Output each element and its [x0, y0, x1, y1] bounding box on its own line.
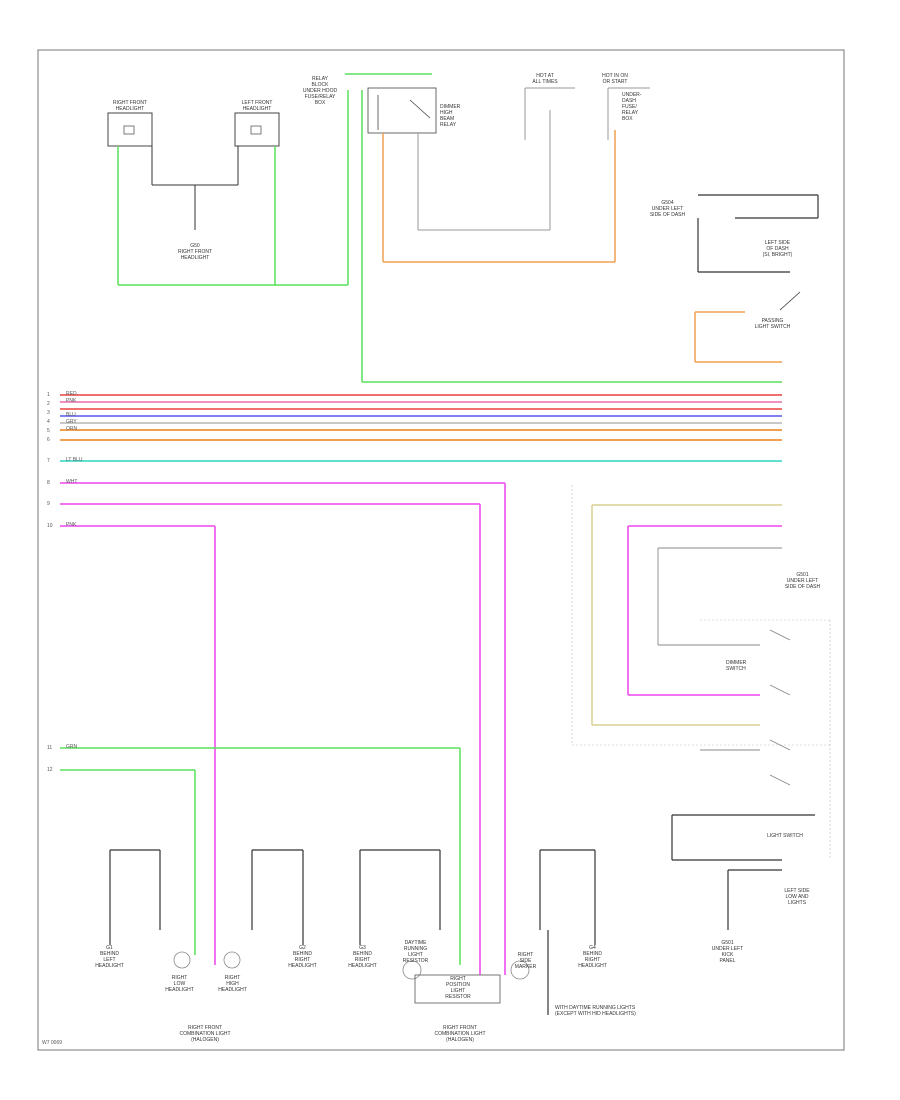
footer-code: W7 0069: [42, 1040, 63, 1046]
bus-pin-3: 3: [47, 410, 50, 416]
diagram-frame: [37, 49, 845, 1051]
label-passing-switch: PASSING LIGHT SWITCH: [754, 318, 791, 330]
label-ground-note: WITH DAYTIME RUNNING LIGHTS (EXCEPT WITH…: [555, 1005, 636, 1017]
label-right-front-headlight: RIGHT FRONT HEADLIGHT: [112, 100, 148, 112]
wire-tag-red: RED: [66, 391, 77, 397]
gray-wires-top: [417, 87, 650, 231]
wire-tag-blue: BLU: [66, 412, 76, 418]
black-wires-bottom-right: [671, 814, 815, 930]
wire-tag-magenta: PNK: [66, 522, 77, 528]
label-fuse-hot-on-start: HOT IN ON OR START: [602, 73, 628, 85]
orange-wires-top: [382, 130, 782, 363]
label-high-beam-relay: DIMMER HIGH BEAM RELAY: [440, 104, 461, 128]
switch-boundary: [571, 485, 831, 860]
relay-block: [367, 87, 437, 134]
label-right-high-headlight: RIGHT HIGH HEADLIGHT: [218, 975, 247, 993]
label-fuse-hot-all-times: HOT AT ALL TIMES: [532, 73, 558, 85]
green-wires-bottom: [60, 747, 461, 965]
label-dimmer-switch: DIMMER SWITCH: [726, 660, 747, 672]
bus-pin-4: 4: [47, 419, 50, 425]
bus-pin-1: 1: [47, 392, 50, 398]
bus-pin-2: 2: [47, 401, 50, 407]
lamp-symbols: [173, 951, 530, 980]
bus-pin-6: 6: [47, 437, 50, 443]
black-wires-top: [151, 146, 239, 230]
label-left-front-headlight: LEFT FRONT HEADLIGHT: [241, 100, 273, 112]
combination-unit-box: [414, 974, 501, 1004]
label-relay-block: RELAY BLOCK UNDER HOOD FUSE/RELAY BOX: [302, 76, 338, 106]
label-g501-right: G501 UNDER LEFT SIDE OF DASH: [784, 572, 821, 590]
bus-pin-5: 5: [47, 428, 50, 434]
label-right-combination-unit: RIGHT FRONT COMBINATION LIGHT (HALOGEN): [434, 1025, 486, 1043]
label-ground-g50: G50 RIGHT FRONT HEADLIGHT: [177, 243, 213, 261]
headlight-connectors-top: [107, 112, 280, 147]
bus-pin-11: 11: [47, 745, 53, 751]
label-g1: G1 BEHIND LEFT HEADLIGHT: [95, 945, 124, 969]
wire-bus: [60, 394, 782, 462]
tan-wire: [591, 504, 782, 726]
label-daytime-running: DAYTIME RUNNING LIGHT RESISTOR: [402, 940, 429, 964]
wire-tag-pink: PNK: [66, 398, 77, 404]
label-left-side-lower: LEFT SIDE LOW AND LIGHTS: [784, 888, 810, 906]
wire-tag-green: GRN: [66, 744, 78, 750]
bus-pin-10: 10: [47, 523, 53, 529]
label-right-position: RIGHT POSITION LIGHT RESISTOR: [445, 976, 471, 1000]
label-right-low-headlight: RIGHT LOW HEADLIGHT: [165, 975, 194, 993]
label-left-side-dash: LEFT SIDE OF DASH (SI, BRIGHT): [762, 240, 793, 258]
switch-contact-top: [779, 291, 801, 311]
wire-tag-cyan: LT BLU: [66, 457, 83, 463]
green-wires-top: [117, 73, 782, 383]
label-g4: G4 BEHIND RIGHT HEADLIGHT: [578, 945, 607, 969]
black-wires-right: [697, 194, 819, 273]
bus-pin-7: 7: [47, 458, 50, 464]
label-g501-kick: G501 UNDER LEFT KICK PANEL: [711, 940, 744, 964]
label-left-combination-unit: RIGHT FRONT COMBINATION LIGHT (HALOGEN): [179, 1025, 231, 1043]
bus-pin-12: 12: [47, 767, 53, 773]
wire-tag-white: WHT: [66, 479, 78, 485]
wire-tag-orange: ORN: [66, 426, 78, 432]
label-right-side-marker: RIGHT SIDE MARKER: [514, 952, 537, 970]
label-g504: G504 UNDER LEFT SIDE OF DASH: [649, 200, 686, 218]
magenta-wires: [60, 482, 782, 975]
bus-pin-9: 9: [47, 501, 50, 507]
label-g3: G3 BEHIND RIGHT HEADLIGHT: [348, 945, 377, 969]
label-light-switch: LIGHT SWITCH: [767, 833, 803, 839]
label-g2: G2 BEHIND RIGHT HEADLIGHT: [288, 945, 317, 969]
wire-tag-gray: GRY: [66, 419, 77, 425]
label-under-dash-fuse: UNDER- DASH FUSE/ RELAY BOX: [622, 92, 642, 122]
bus-pin-8: 8: [47, 480, 50, 486]
bottom-ground-wires: [109, 849, 596, 1015]
switch-internals: [657, 547, 791, 786]
